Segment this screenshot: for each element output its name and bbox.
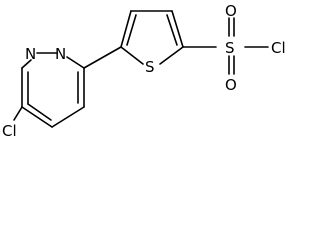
atom-n2: N xyxy=(55,45,66,63)
bond-c5t-s xyxy=(159,46,184,65)
bond-s-c2 xyxy=(120,46,144,65)
bond-c5-c6-inner xyxy=(27,103,52,121)
atom-s-sulfonyl: S xyxy=(225,39,235,57)
atom-n1: N xyxy=(25,45,36,63)
bond-c6-cl xyxy=(13,106,23,121)
bond-c2-c3-inner xyxy=(126,14,137,46)
bond-n2-c3 xyxy=(66,56,85,69)
bond-c4-c5 xyxy=(51,106,85,128)
bond-c4t-c5t xyxy=(171,10,184,48)
atom-s-thiophene: S xyxy=(145,58,155,76)
bond-c2-c3 xyxy=(120,10,132,48)
structure-canvas: N N S Cl S O O Cl xyxy=(2,2,286,140)
atom-cl-sulfonyl: Cl xyxy=(271,39,286,57)
atom-o-top: O xyxy=(225,2,237,20)
atom-cl-ring: Cl xyxy=(2,122,17,140)
bond-c5-c6 xyxy=(21,106,53,128)
atom-o-bottom: O xyxy=(225,76,237,94)
thiophene-ring xyxy=(120,10,184,65)
molecule-drawing: N N S Cl S O O Cl xyxy=(2,2,286,140)
bond-n1-c6top xyxy=(21,59,32,69)
pyridazine-ring xyxy=(21,52,85,128)
bond-ring-link xyxy=(83,46,122,69)
bond-c4t-c5t-inner xyxy=(166,14,178,46)
